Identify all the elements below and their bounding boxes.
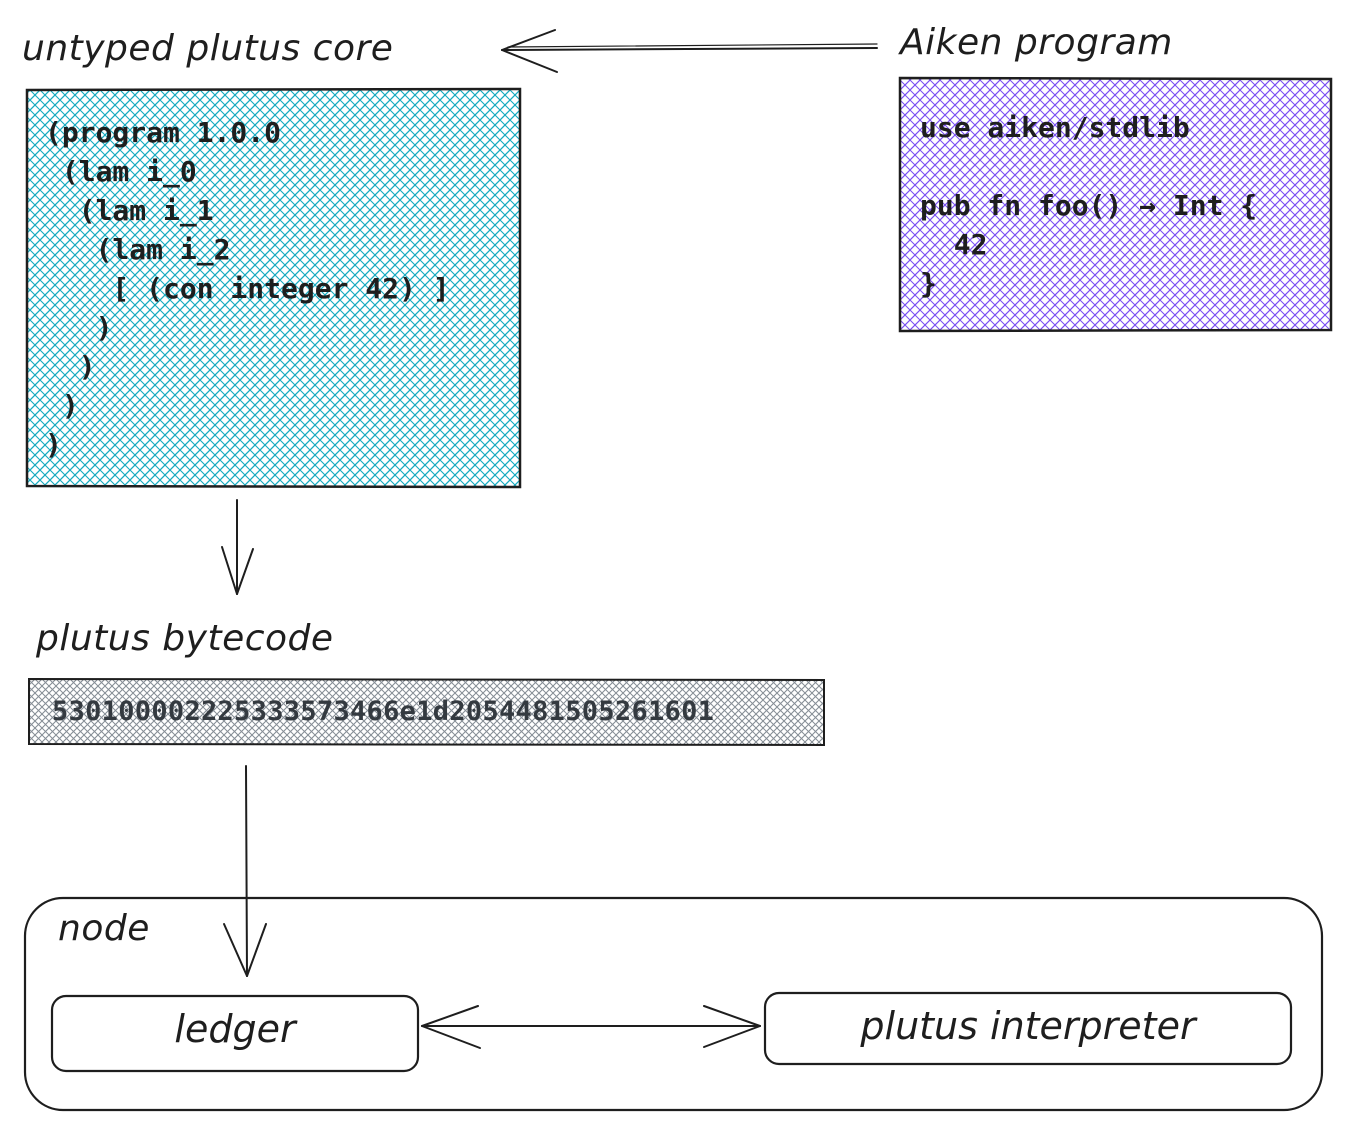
bytecode-box xyxy=(28,677,825,747)
uplc-title: untyped plutus core xyxy=(22,28,394,69)
bytecode-title: plutus bytecode xyxy=(36,618,334,659)
aiken-box xyxy=(898,76,1333,333)
node-container xyxy=(23,896,1324,1112)
aiken-code: use aiken/stdlib pub fn foo() → Int { 42… xyxy=(920,111,1258,300)
node-title: node xyxy=(58,908,150,949)
ledger-box xyxy=(50,994,420,1073)
aiken-title: Aiken program xyxy=(900,22,1173,63)
interpreter-label: plutus interpreter xyxy=(860,1004,1196,1048)
interpreter-box xyxy=(763,991,1293,1066)
arrow-bytecode-to-ledger xyxy=(223,765,267,977)
arrow-uplc-to-bytecode xyxy=(221,499,254,595)
ledger-label: ledger xyxy=(174,1007,296,1051)
uplc-code: (program 1.0.0 (lam i_0 (lam i_1 (lam i_… xyxy=(45,116,450,461)
arrow-aiken-to-uplc xyxy=(501,29,878,73)
bytecode-hex: 530100002225333573466e1d2054481505261601 xyxy=(52,696,715,727)
uplc-box xyxy=(25,87,522,489)
arrow-ledger-interpreter xyxy=(421,1005,761,1049)
